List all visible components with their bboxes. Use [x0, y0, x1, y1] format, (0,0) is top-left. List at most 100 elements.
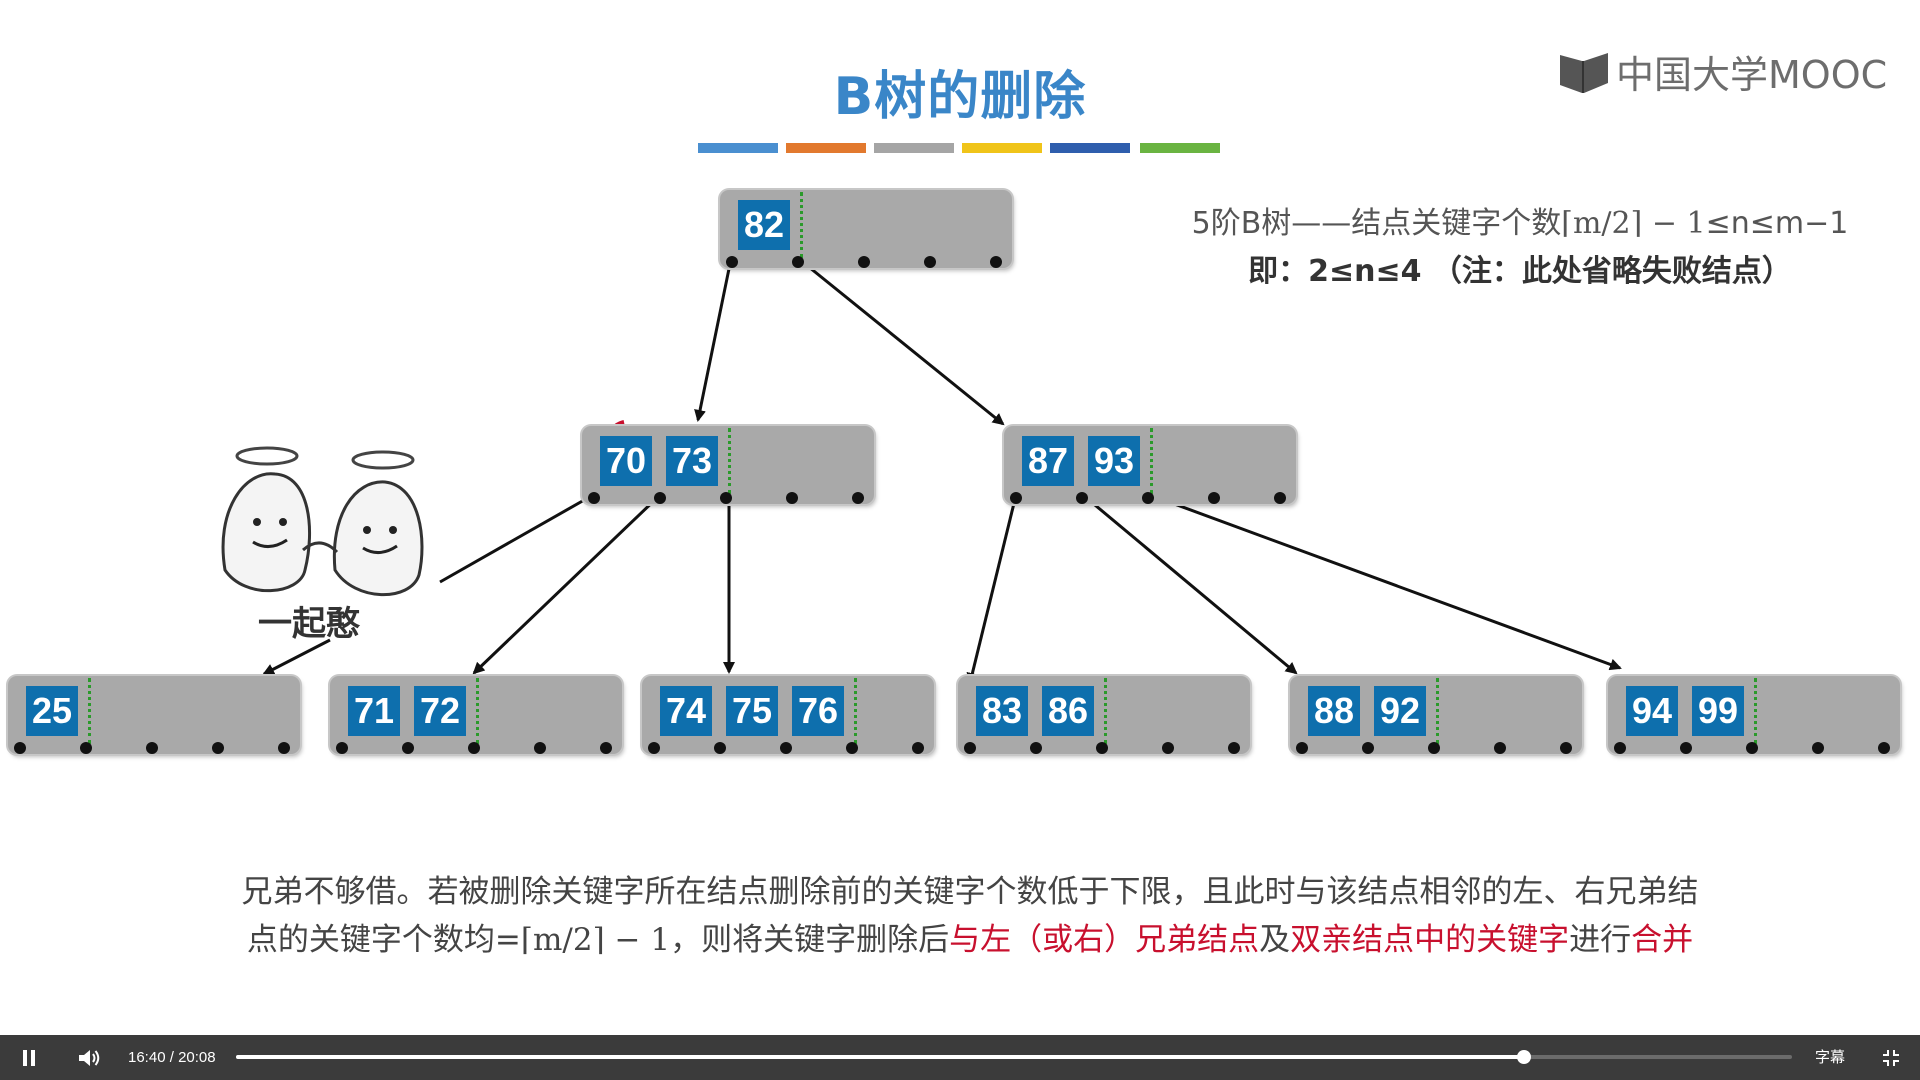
explanation-highlight: 与左（或右）兄弟结点 [949, 922, 1260, 958]
child-pointer [1076, 492, 1088, 504]
child-pointer [654, 492, 666, 504]
node-key: 76 [792, 686, 844, 736]
child-pointer [336, 742, 348, 754]
color-bar-segment [1140, 143, 1220, 153]
edge-70-to-25 [439, 493, 594, 584]
child-pointer [1746, 742, 1758, 754]
time-display: 16:40 / 20:08 [128, 1035, 216, 1080]
node-key: 72 [414, 686, 466, 736]
child-pointer [1274, 492, 1286, 504]
progress-handle[interactable] [1517, 1050, 1532, 1064]
child-pointer [278, 742, 290, 754]
pause-icon [23, 1049, 35, 1066]
volume-icon [79, 1049, 100, 1066]
child-pointer [912, 742, 924, 754]
child-pointer [780, 742, 792, 754]
node-separator [476, 678, 479, 744]
child-pointer [468, 742, 480, 754]
child-pointer [1614, 742, 1626, 754]
child-pointer [1494, 742, 1506, 754]
subtitles-button[interactable]: 字幕 [1815, 1048, 1846, 1066]
edge-to-94-99 [1149, 493, 1622, 671]
explanation-part: 进行 [1569, 922, 1632, 958]
progress-fill [236, 1055, 1525, 1059]
child-pointer [792, 256, 804, 268]
edge-root-to-right [798, 257, 1005, 426]
node-separator [1104, 678, 1107, 744]
node-leaf-1: 71 72 [330, 676, 622, 754]
color-bar-segment [874, 143, 954, 153]
child-pointer [858, 256, 870, 268]
node-key: 88 [1308, 686, 1360, 736]
child-pointer [846, 742, 858, 754]
child-pointer [924, 256, 936, 268]
pause-button[interactable] [14, 1035, 44, 1080]
node-key: 86 [1042, 686, 1094, 736]
child-pointer [534, 742, 546, 754]
two-angels-meme-icon [221, 446, 424, 597]
order-note-formula: ⌈m/2⌉ − 1 [1561, 206, 1706, 241]
explanation-line-2: 点的关键字个数均=⌈m/2⌉ − 1，则将关键字删除后与左（或右）兄弟结点及双亲… [120, 914, 1820, 959]
explanation-highlight: 合并 [1631, 922, 1694, 958]
child-pointer [1096, 742, 1108, 754]
child-pointer [1030, 742, 1042, 754]
child-pointer [1428, 742, 1440, 754]
logo-text: 中国大学MOOC [1616, 53, 1888, 97]
explanation-formula: ⌈m/2⌉ − 1 [520, 922, 671, 958]
node-separator [728, 428, 731, 494]
node-key: 71 [348, 686, 400, 736]
explanation-line-1: 兄弟不够借。若被删除关键字所在结点删除前的关键字个数低于下限，且此时与该结点相邻… [241, 874, 1699, 910]
explanation-part: 点的关键字个数均= [246, 922, 521, 958]
node-key: 75 [726, 686, 778, 736]
current-time: 16:40 [128, 1049, 166, 1066]
total-time: 20:08 [178, 1049, 216, 1066]
fullscreen-exit-button[interactable] [1876, 1035, 1906, 1080]
color-bar-segment [786, 143, 866, 153]
order-note-suffix: ≤n≤m−1 [1705, 206, 1849, 241]
explanation-part: ，则将关键字删除后 [670, 922, 950, 958]
child-pointer [1878, 742, 1890, 754]
node-leaf-3: 83 86 [958, 676, 1250, 754]
exit-fullscreen-icon [1883, 1049, 1899, 1066]
meme-caption: 一起憨 [258, 604, 360, 644]
video-control-bar: 16:40 / 20:08 字幕 [0, 1035, 1920, 1080]
node-key: 83 [976, 686, 1028, 736]
child-pointer [1680, 742, 1692, 754]
child-pointer [14, 742, 26, 754]
edge-to-71-72 [472, 493, 662, 675]
child-pointer [1208, 492, 1220, 504]
node-key: 74 [660, 686, 712, 736]
child-pointer [402, 742, 414, 754]
meme-sticker [205, 430, 440, 640]
node-key: 99 [1692, 686, 1744, 736]
node-separator [1150, 428, 1153, 494]
progress-bar[interactable] [236, 1050, 1792, 1064]
child-pointer [852, 492, 864, 504]
explanation-part: 及 [1259, 922, 1291, 958]
child-pointer [648, 742, 660, 754]
node-separator [88, 678, 91, 744]
child-pointer [1362, 742, 1374, 754]
slide-area: B树的删除 中国大学MOOC 5阶B树——结点关键字个数⌈m/2⌉ − 1≤n≤… [8, 52, 1900, 959]
child-pointer [1142, 492, 1154, 504]
child-pointer [1560, 742, 1572, 754]
edge-root-to-left [694, 258, 733, 422]
edge-to-83-86 [966, 494, 1018, 685]
node-separator [854, 678, 857, 744]
child-pointer [1162, 742, 1174, 754]
explanation-highlight: 双亲结点中的关键字 [1290, 922, 1570, 958]
child-pointer [990, 256, 1002, 268]
color-bar-segment [962, 143, 1042, 153]
node-leaf-2: 74 75 76 [642, 676, 934, 754]
child-pointer [588, 492, 600, 504]
child-pointer [212, 742, 224, 754]
child-pointer [964, 742, 976, 754]
volume-button[interactable] [74, 1035, 104, 1080]
order-note: 5阶B树——结点关键字个数⌈m/2⌉ − 1≤n≤m−1 [1160, 198, 1880, 242]
node-key: 70 [600, 436, 652, 486]
node-root: 82 [720, 190, 1012, 268]
node-separator [1436, 678, 1439, 744]
